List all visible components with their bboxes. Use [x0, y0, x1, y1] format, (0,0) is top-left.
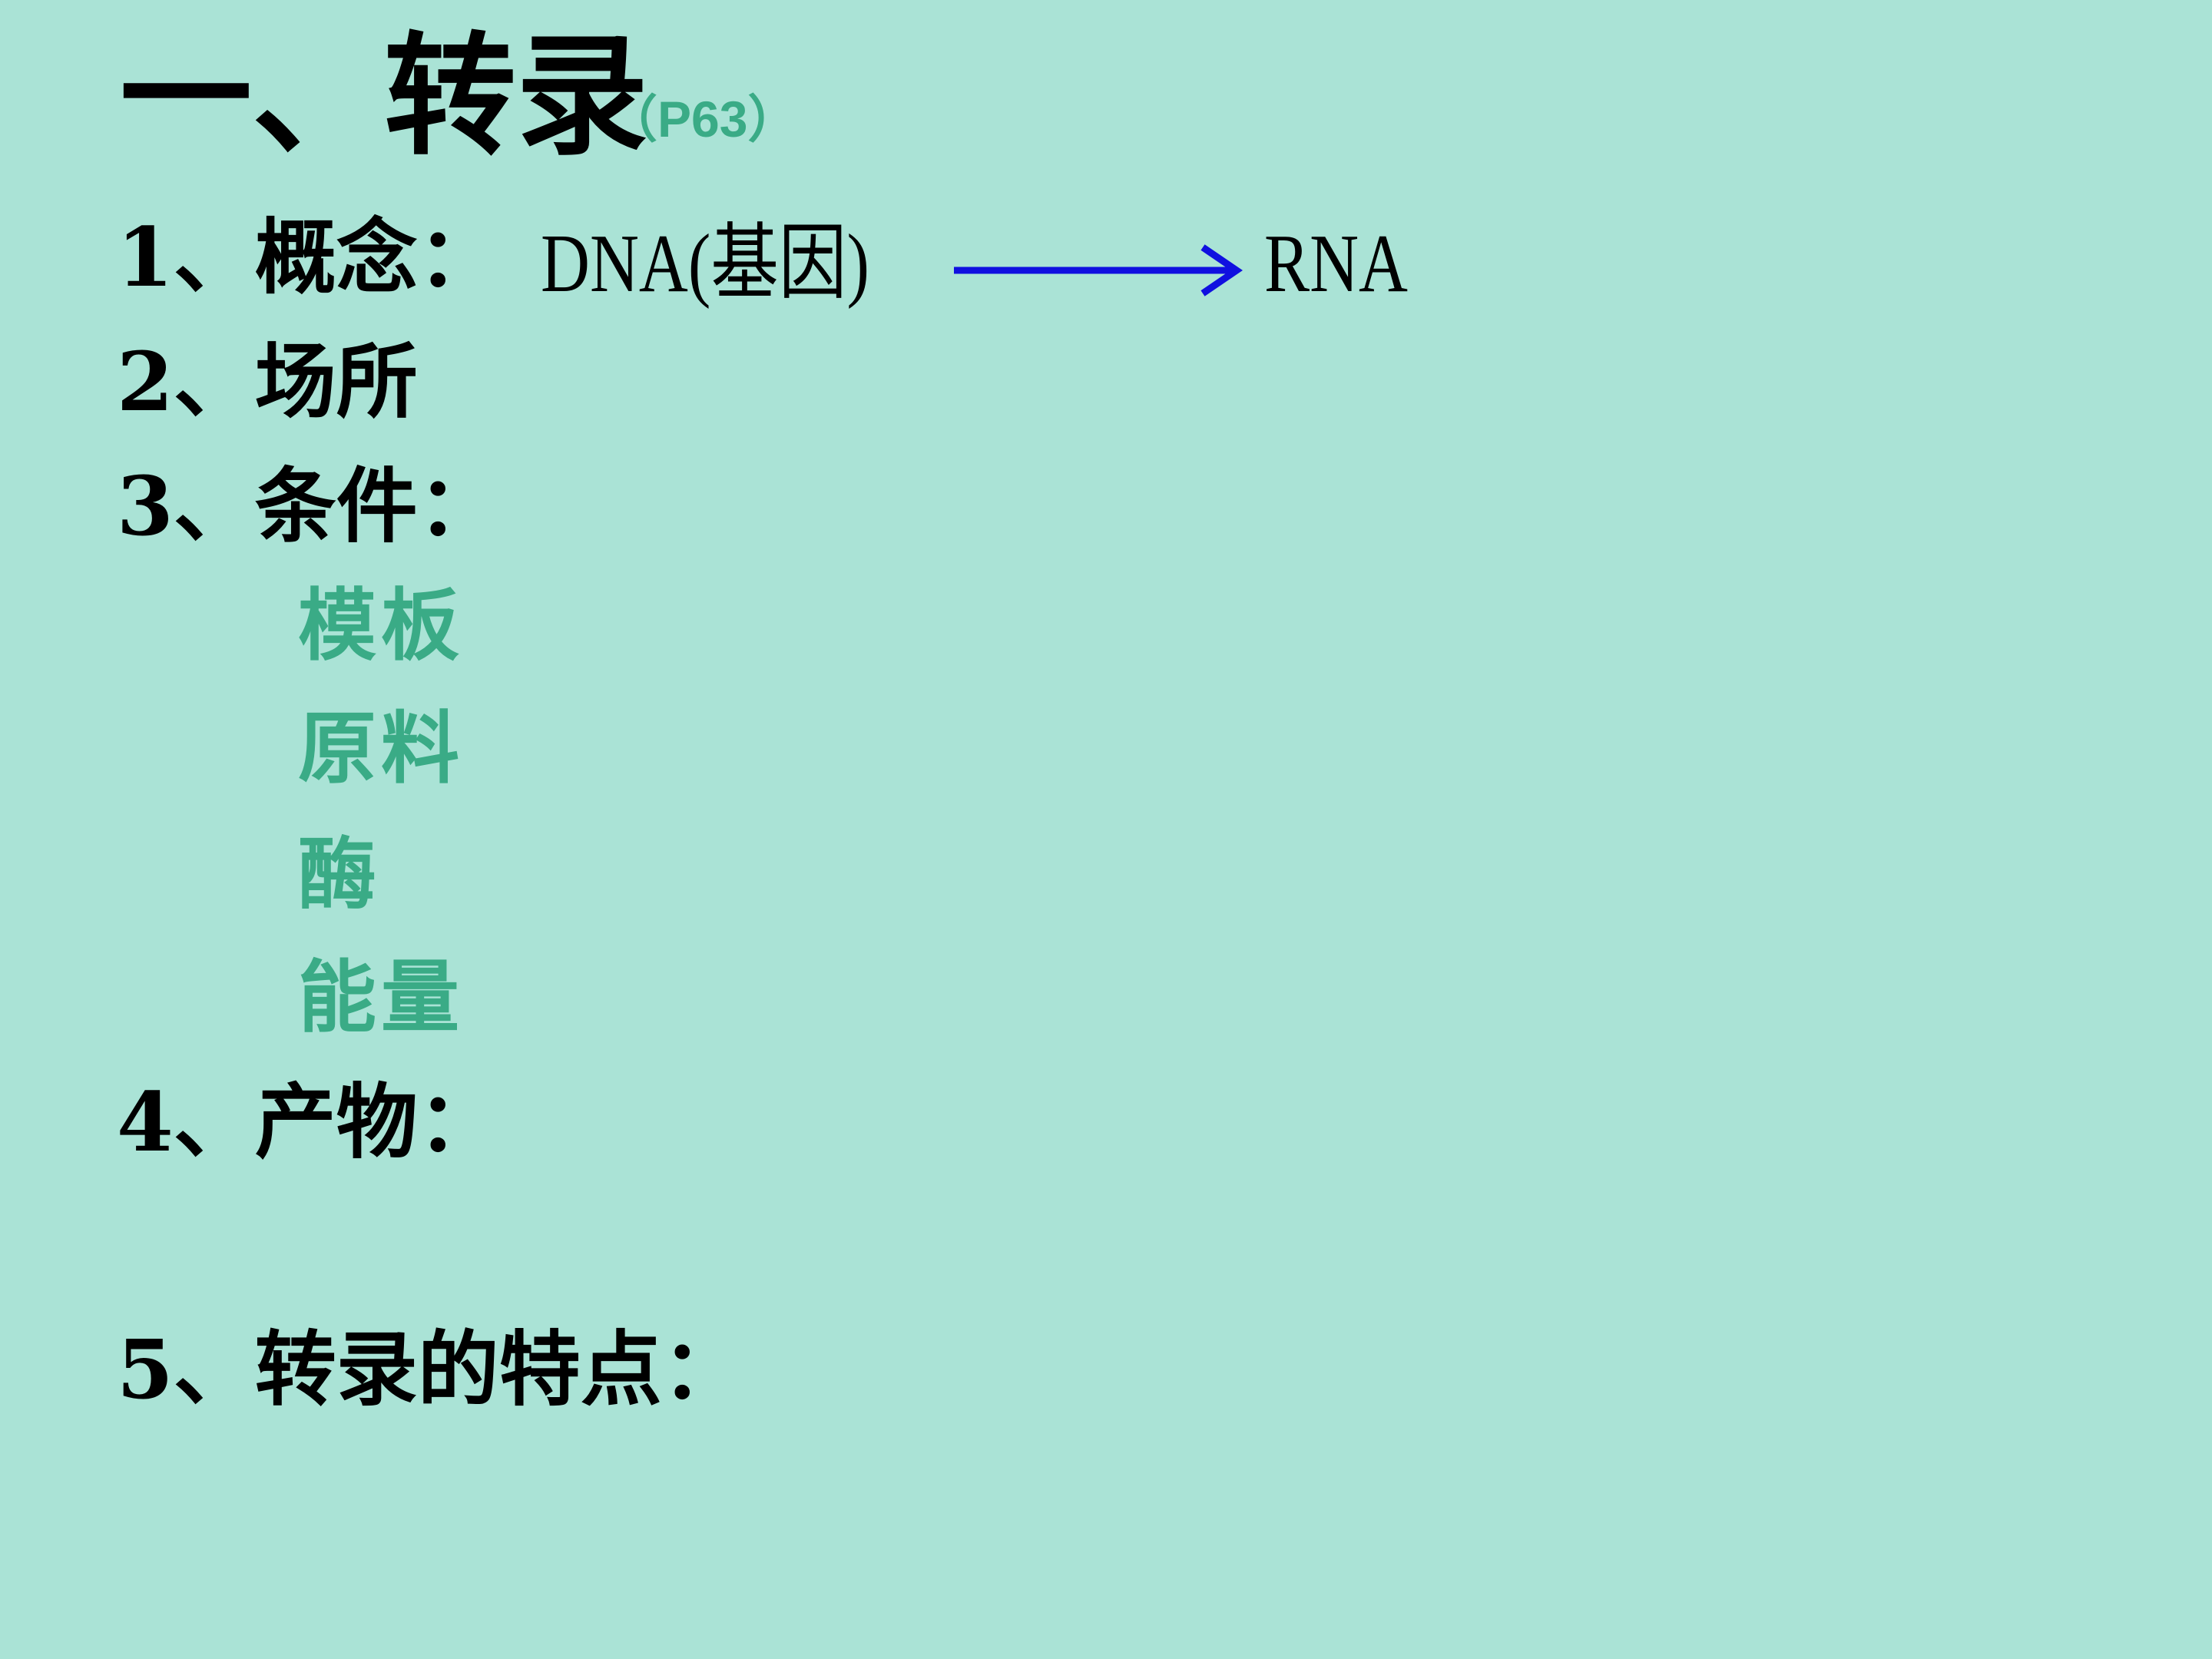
item-concept-label: 1、概念： — [117, 209, 499, 305]
condition-template: 模板 — [298, 580, 464, 672]
condition-energy: 能量 — [298, 952, 464, 1044]
item-product-label: 4、产物： — [117, 1074, 499, 1170]
condition-enzyme: 酶 — [298, 829, 381, 921]
item-location-label: 2、场所 — [117, 333, 418, 429]
item-conditions-label: 3、条件： — [117, 458, 499, 554]
page-reference: （P63） — [607, 91, 799, 147]
right-arrow-icon — [954, 244, 1243, 296]
concept-source: DNA(基因) — [541, 218, 869, 310]
slide-title: 一、转录 — [120, 19, 648, 174]
item-features-label: 5、转录的特点： — [117, 1321, 743, 1417]
condition-raw-material: 原料 — [298, 703, 464, 795]
concept-target: RNA — [1264, 218, 1408, 310]
